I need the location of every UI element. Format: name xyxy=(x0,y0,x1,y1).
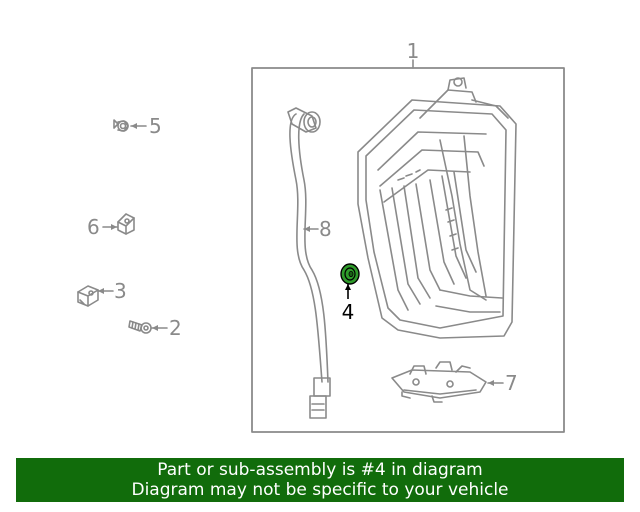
assembly-frame xyxy=(251,67,565,433)
banner-line-disclaimer: Diagram may not be specific to your vehi… xyxy=(131,480,509,500)
highlighted-grommet-part-4[interactable] xyxy=(340,263,360,285)
callout-7: 7 xyxy=(505,371,518,395)
callout-3: 3 xyxy=(114,279,127,303)
callout-1: 1 xyxy=(407,39,420,63)
info-banner: Part or sub-assembly is #4 in diagram Di… xyxy=(16,458,624,502)
screw-fastener[interactable] xyxy=(128,320,152,334)
nut-clip[interactable] xyxy=(117,213,135,235)
callout-6: 6 xyxy=(87,215,100,239)
bracket-nut[interactable] xyxy=(77,285,99,307)
callout-2: 2 xyxy=(169,316,182,340)
callout-8: 8 xyxy=(319,217,332,241)
lamp-bracket[interactable] xyxy=(391,361,487,403)
callout-4: 4 xyxy=(342,300,355,324)
tail-lamp-assembly[interactable] xyxy=(357,77,517,339)
callout-5: 5 xyxy=(149,114,162,138)
wiring-harness[interactable] xyxy=(287,107,331,419)
banner-line-part: Part or sub-assembly is #4 in diagram xyxy=(157,460,483,480)
push-pin-fastener[interactable] xyxy=(113,119,129,132)
